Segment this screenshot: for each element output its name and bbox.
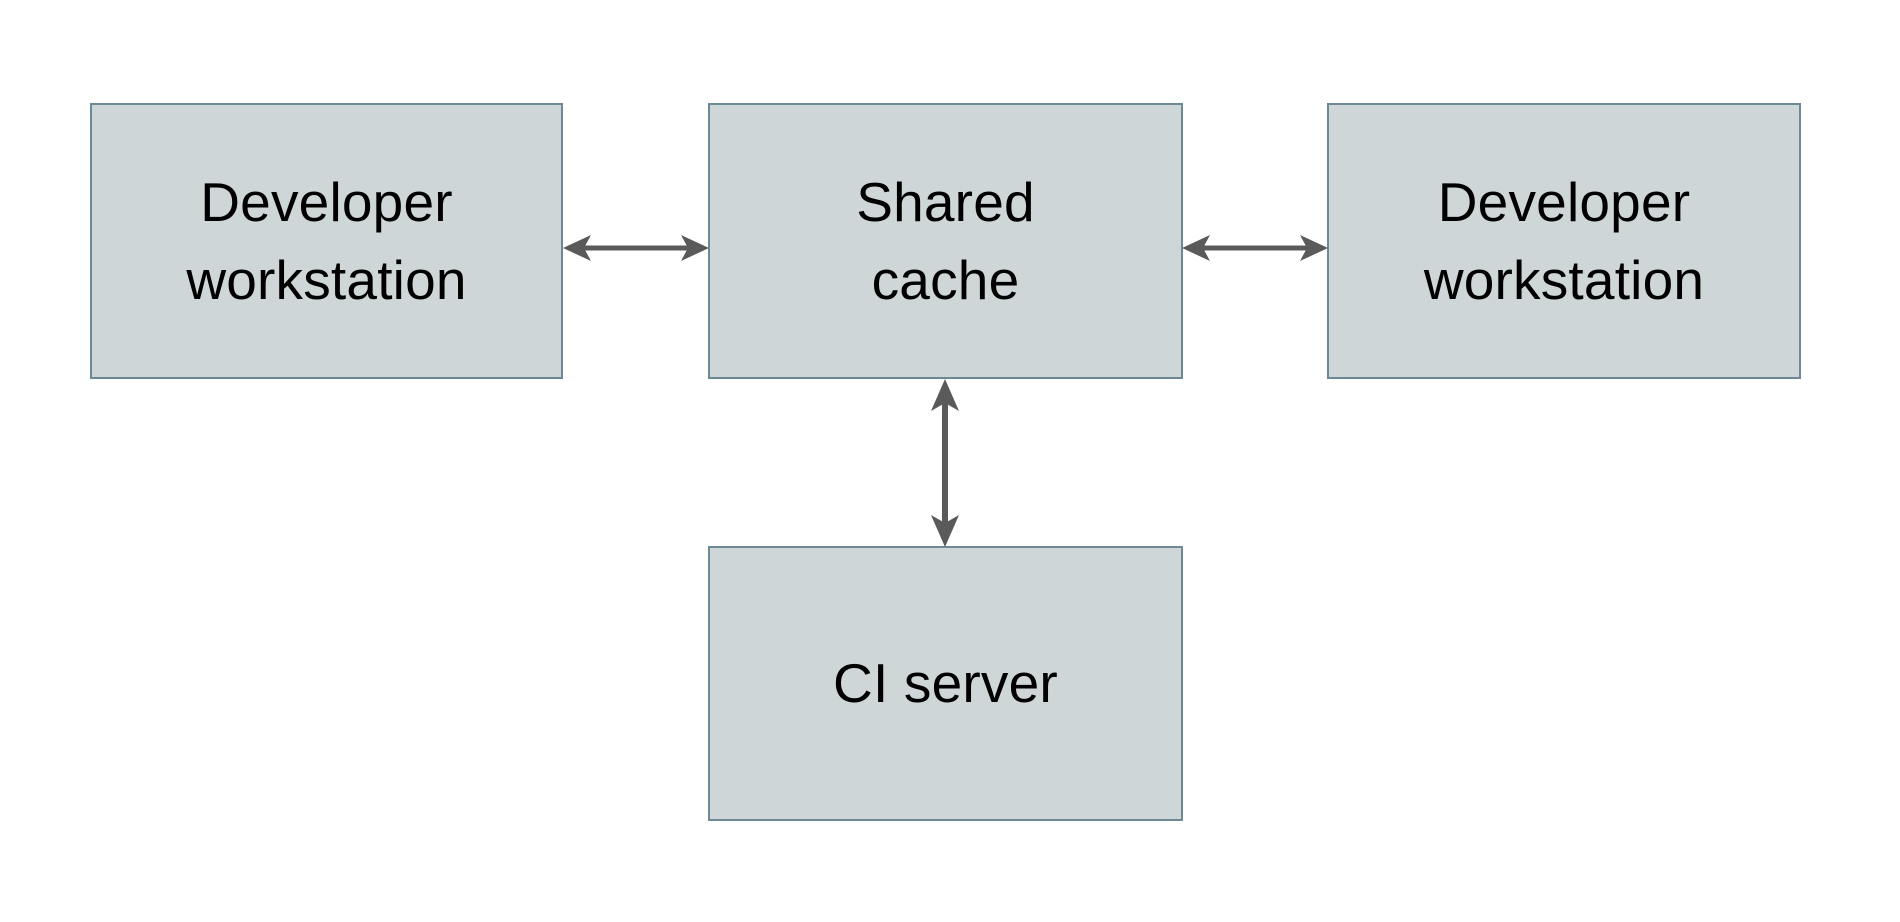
arrowhead-down-icon — [931, 515, 959, 547]
arrowhead-right-icon — [1300, 235, 1328, 261]
edge-shared-cache-to-developer-workstation-right[interactable] — [1182, 218, 1328, 278]
node-label: Shared cache — [856, 170, 1035, 311]
edge-developer-workstation-left-to-shared-cache[interactable] — [563, 218, 709, 278]
arrowhead-left-icon — [563, 235, 591, 261]
node-label: Developer workstation — [186, 170, 467, 311]
node-ci-server[interactable]: CI server — [708, 546, 1183, 821]
node-developer-workstation-right[interactable]: Developer workstation — [1327, 103, 1801, 379]
node-label: CI server — [833, 652, 1058, 715]
node-shared-cache[interactable]: Shared cache — [708, 103, 1183, 379]
arrowhead-up-icon — [931, 379, 959, 411]
arrowhead-right-icon — [681, 235, 709, 261]
node-developer-workstation-left[interactable]: Developer workstation — [90, 103, 563, 379]
edge-shared-cache-to-ci-server[interactable] — [915, 379, 975, 547]
node-label: Developer workstation — [1423, 170, 1705, 311]
arrowhead-left-icon — [1182, 235, 1210, 261]
